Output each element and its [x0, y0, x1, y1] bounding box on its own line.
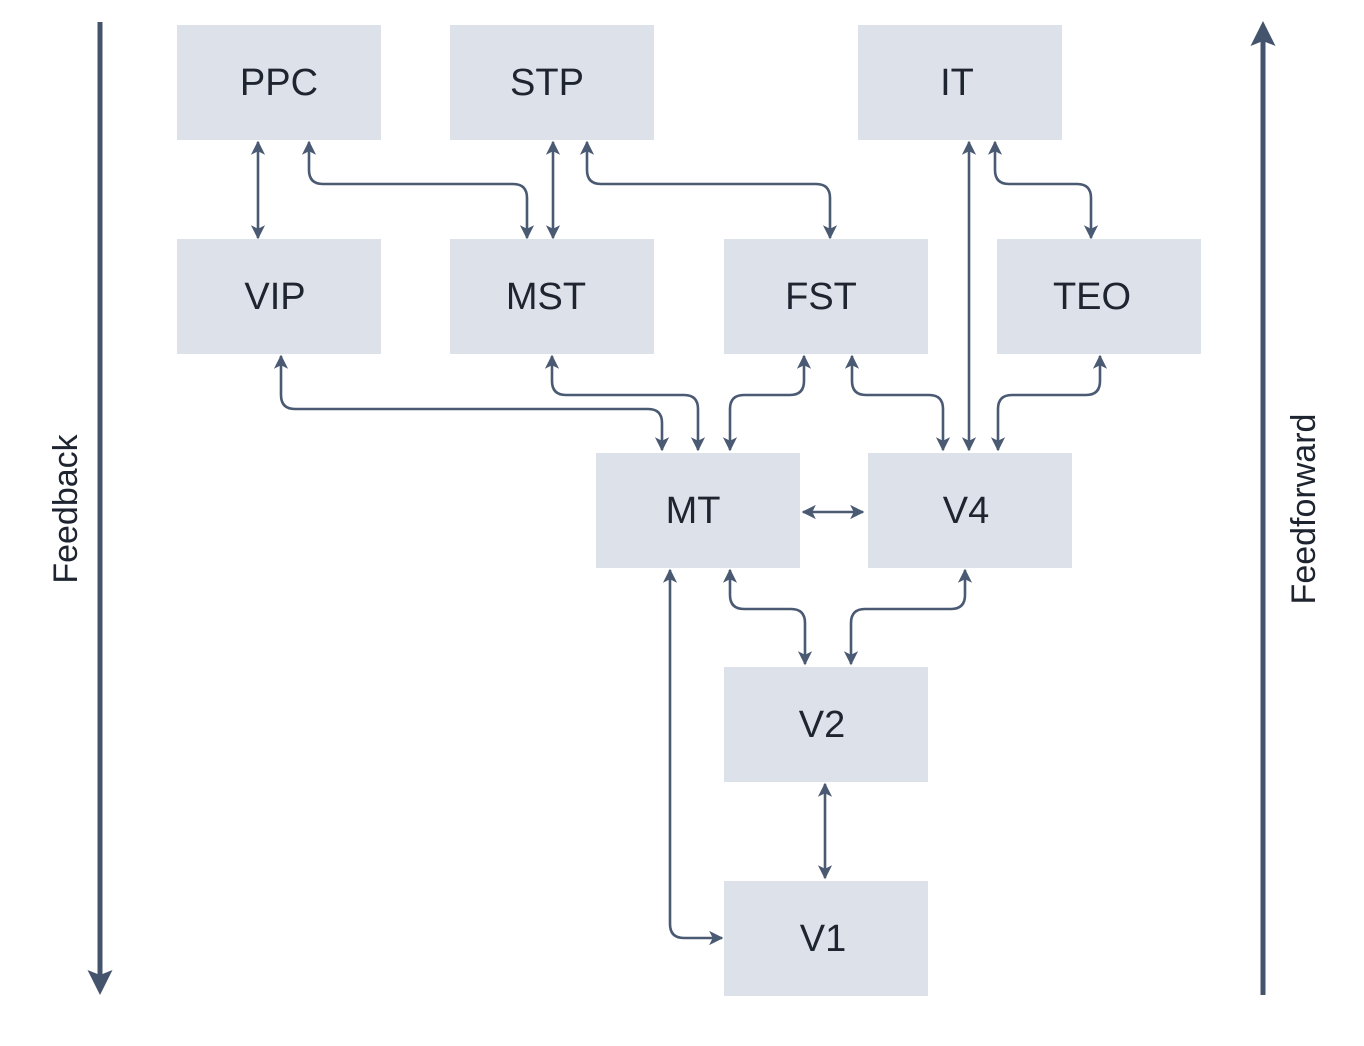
edge-ppc-mst	[301, 140, 535, 240]
node-teo: TEO	[997, 239, 1201, 354]
edge-fst-mt	[722, 354, 812, 452]
node-it-label: IT	[940, 62, 974, 104]
edge-fst-v4	[844, 354, 951, 452]
edge-mst-mt	[544, 354, 706, 452]
edge-mt-v2	[722, 568, 813, 666]
node-mst: MST	[450, 239, 654, 354]
node-it: IT	[858, 25, 1062, 140]
edge-teo-v4	[990, 354, 1108, 452]
node-ppc-label: PPC	[240, 62, 318, 104]
node-v1: V1	[724, 881, 928, 996]
node-v2: V2	[724, 667, 928, 782]
node-teo-label: TEO	[1053, 276, 1131, 318]
feedforward-label: Feedforward	[1285, 414, 1323, 605]
node-fst-label: FST	[785, 276, 857, 318]
node-stp-label: STP	[510, 62, 584, 104]
edge-v4-v2	[843, 568, 973, 666]
node-vip-label: VIP	[244, 276, 305, 318]
node-v2-label: V2	[799, 704, 845, 746]
edge-mt-v1	[662, 568, 724, 946]
edge-vip-mt	[273, 354, 670, 452]
node-v1-label: V1	[800, 918, 846, 960]
node-mt-label: MT	[666, 490, 721, 532]
node-ppc: PPC	[177, 25, 381, 140]
node-fst: FST	[724, 239, 928, 354]
edge-stp-fst	[579, 140, 838, 240]
node-mst-label: MST	[506, 276, 586, 318]
node-vip: VIP	[177, 239, 381, 354]
edge-it-teo	[987, 140, 1099, 240]
feedback-label: Feedback	[47, 433, 85, 583]
node-mt: MT	[596, 453, 800, 568]
node-v4-label: V4	[943, 490, 989, 532]
node-stp: STP	[450, 25, 654, 140]
node-v4: V4	[868, 453, 1072, 568]
edges	[250, 140, 1108, 946]
